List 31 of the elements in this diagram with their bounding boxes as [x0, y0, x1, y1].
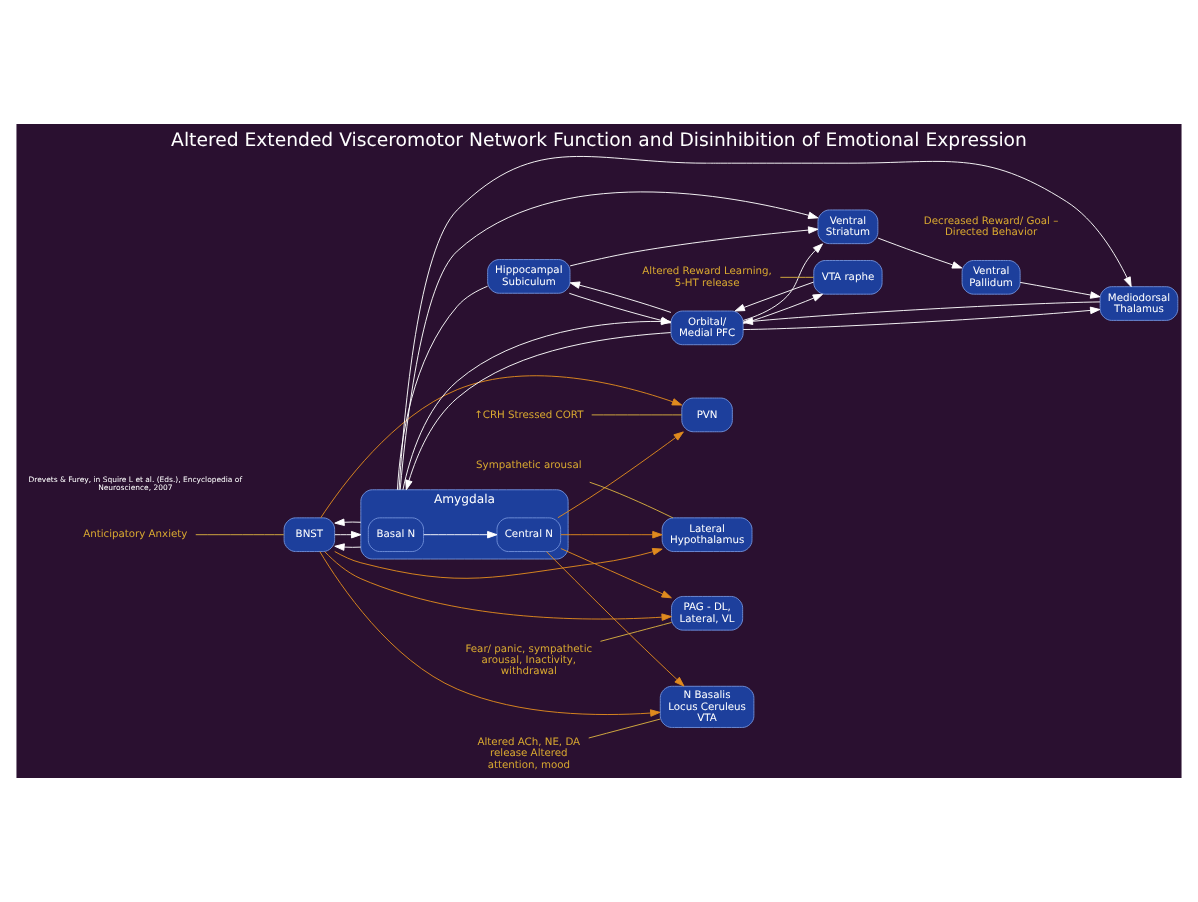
arrow [324, 551, 672, 621]
arrow [742, 306, 1101, 330]
connector [779, 276, 815, 278]
connector [591, 414, 683, 416]
arrow [569, 226, 819, 267]
arrow [423, 530, 498, 539]
arrow [319, 551, 661, 717]
arrow [560, 530, 663, 539]
arrow [334, 548, 663, 579]
arrow [1019, 281, 1101, 299]
connector [589, 481, 674, 519]
arrow [742, 301, 1101, 326]
arrow [742, 243, 824, 321]
connector [588, 718, 661, 739]
diagram-title: Altered Extended Visceromotor Network Function and Disinhibition of Emotional Expression [171, 130, 1027, 153]
arrow [398, 156, 1132, 491]
arrow [569, 281, 672, 313]
arrow [320, 375, 683, 519]
arrow [546, 551, 685, 687]
arrow [734, 281, 815, 312]
connector [396, 285, 489, 491]
arrow [557, 431, 684, 519]
arrow [560, 548, 672, 599]
arrow [334, 518, 362, 527]
arrow [399, 191, 819, 491]
arrow [742, 293, 824, 325]
arrow [877, 237, 963, 269]
arrow [334, 543, 362, 551]
arrow [334, 530, 362, 539]
connector [600, 622, 672, 642]
connector [195, 534, 285, 536]
